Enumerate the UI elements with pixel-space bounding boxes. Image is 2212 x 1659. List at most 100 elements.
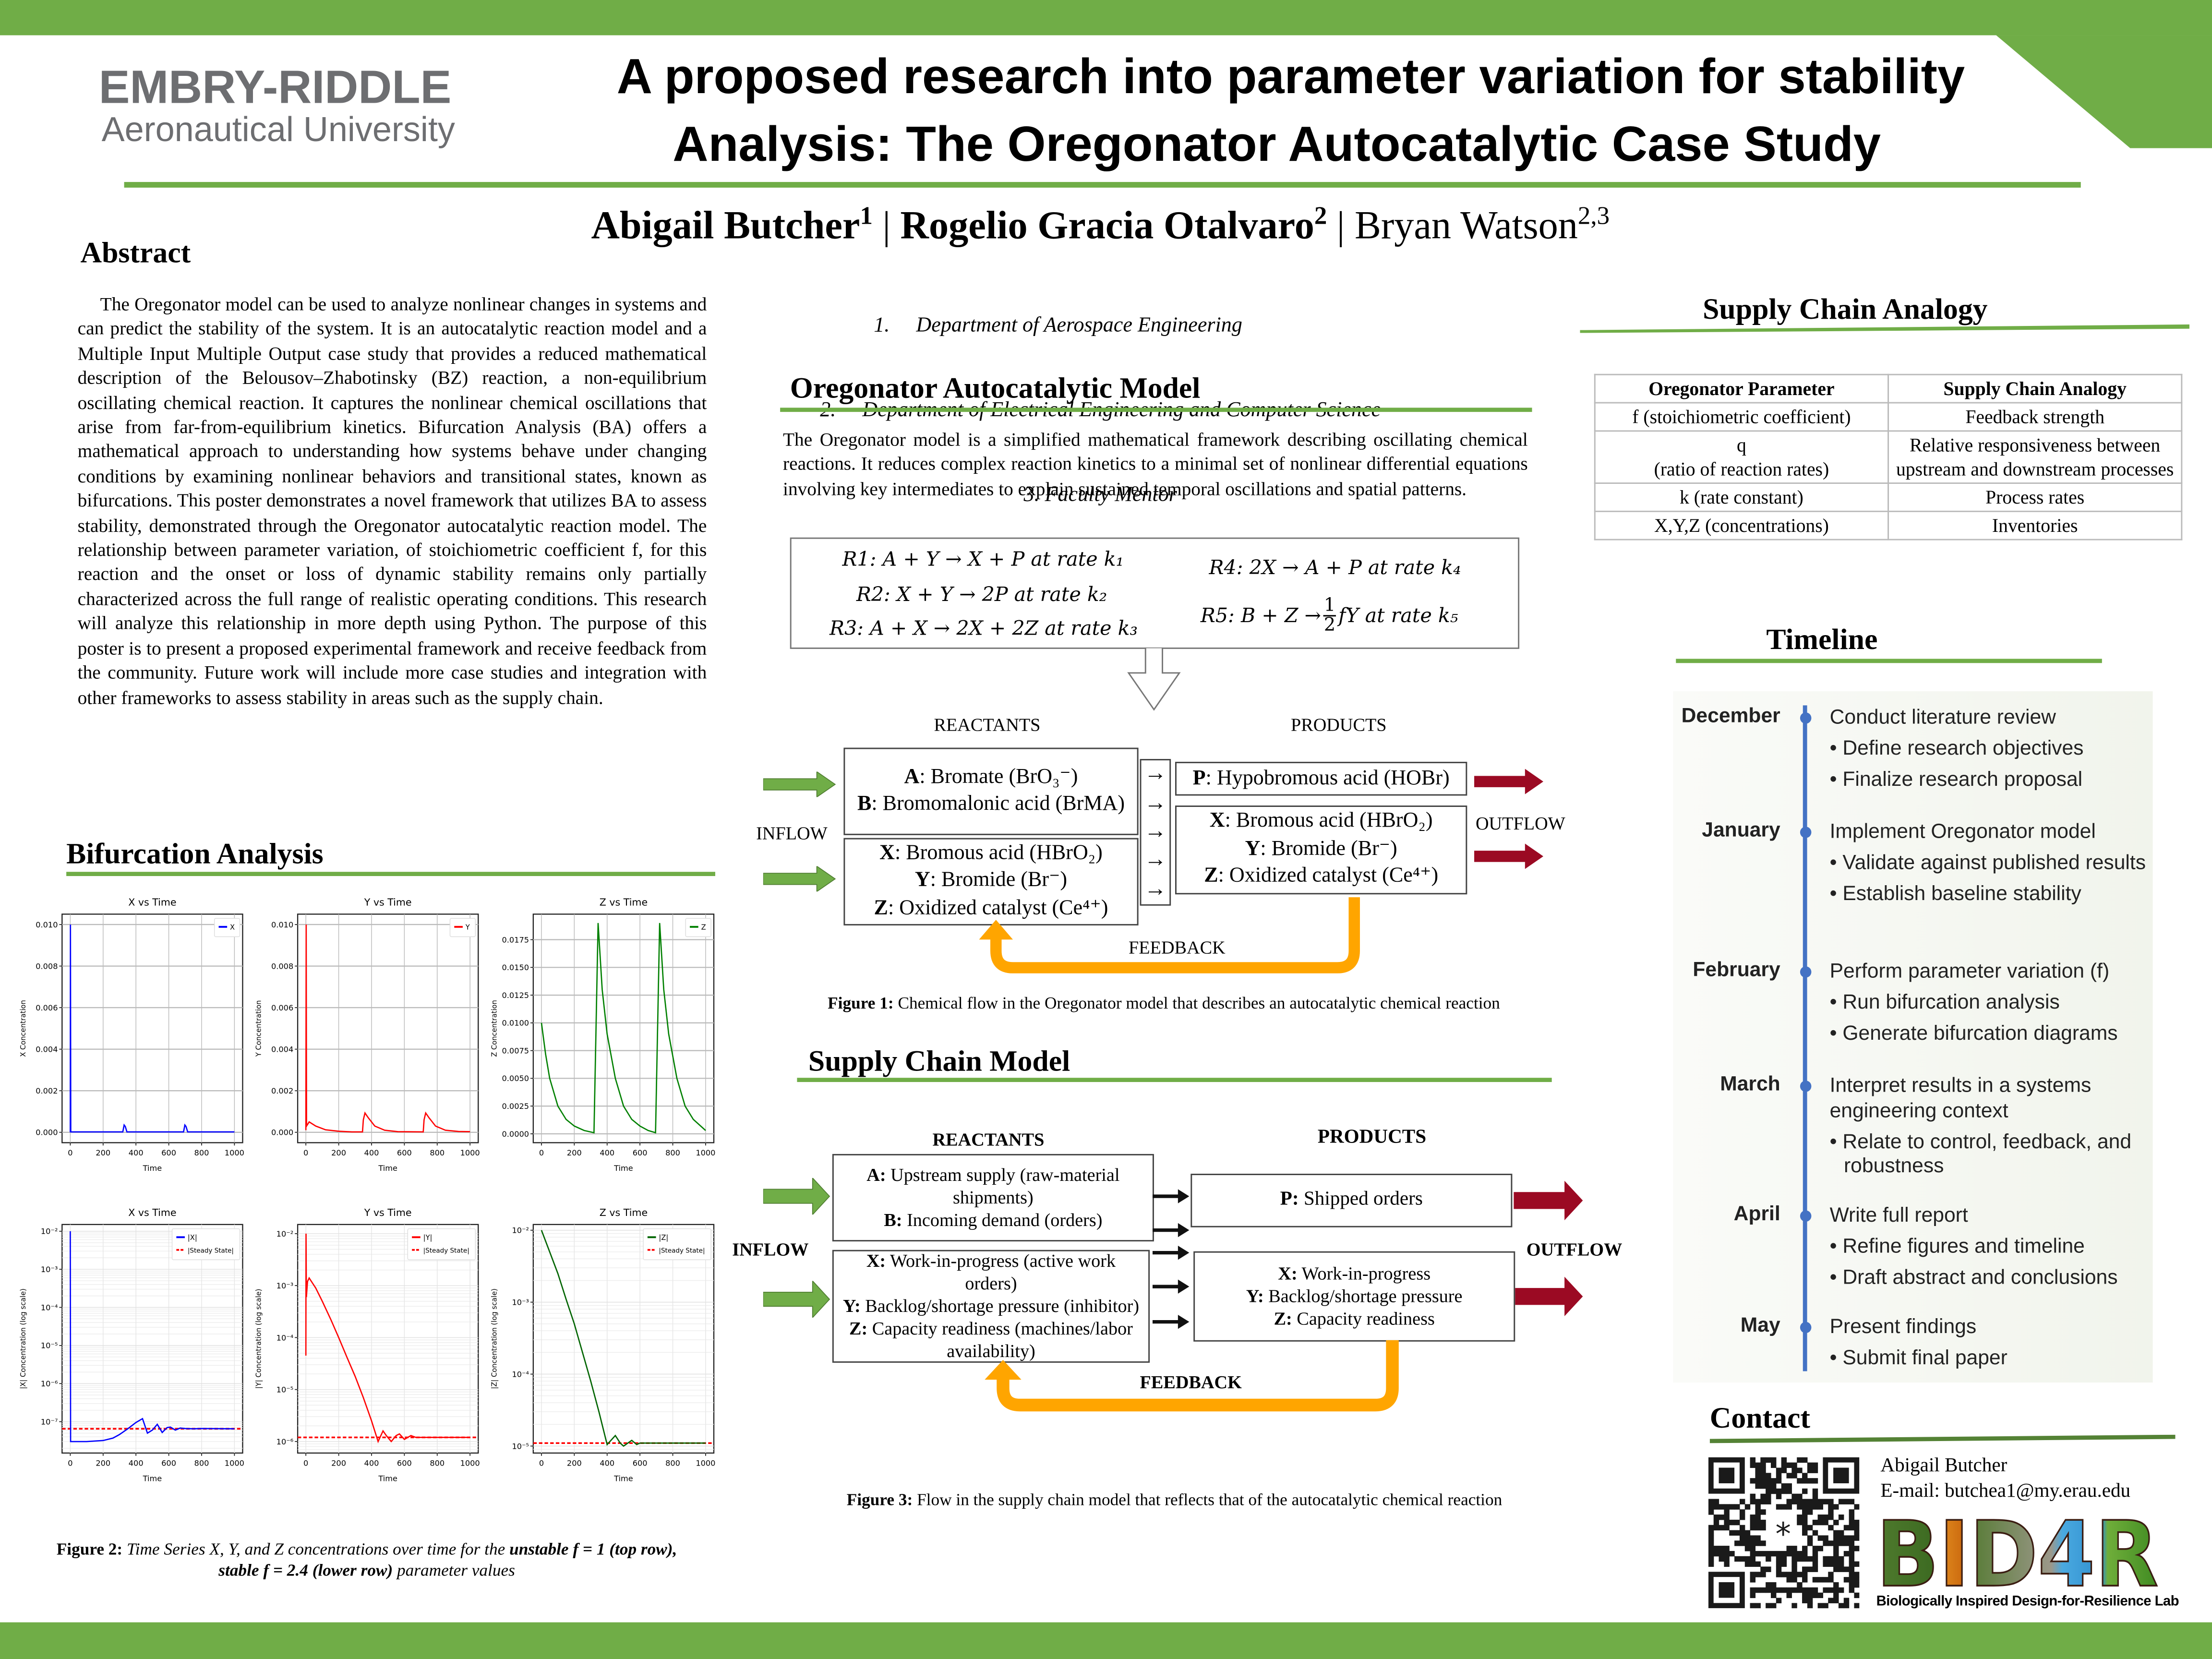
timeline-dot (1800, 712, 1812, 724)
x-tick-label: 600 (633, 1458, 648, 1467)
x-tick-label: 800 (194, 1148, 209, 1157)
legend-box (643, 1228, 711, 1261)
y-tick-label: 10⁻³ (41, 1265, 58, 1274)
svg-text:*: * (1775, 1516, 1791, 1552)
table-cell: Inventories (1887, 510, 2183, 541)
y-tick-label: 0.006 (36, 1003, 58, 1012)
supply-reactants-label: REACTANTS (932, 1129, 1045, 1150)
chart-title: X vs Time (128, 1207, 176, 1218)
analogy-divider (1580, 324, 2189, 333)
timeline-item: Perform parameter variation (f) • Run bi… (1830, 959, 2147, 1054)
box-line: Z: Capacity readiness (1274, 1308, 1435, 1329)
legend-label: |X| (188, 1234, 197, 1242)
timeline-month-wrap: March (1650, 1073, 1780, 1102)
plot-area (61, 914, 243, 1143)
plot-area (532, 1224, 715, 1454)
arrow-icon (1152, 1189, 1190, 1203)
y-tick-label: 10⁻² (276, 1229, 294, 1238)
timeline-item: Interpret results in a systems engineeri… (1830, 1073, 2147, 1186)
bottom-banner-bar (0, 1622, 2212, 1659)
box-line: P: Shipped orders (1280, 1189, 1423, 1211)
outflow-arrow-icon (1514, 1180, 1583, 1221)
y-tick-label: 0.004 (271, 1045, 293, 1054)
x-tick-label: 600 (633, 1148, 648, 1157)
reaction-r1: R1: A + Y → X + P at rate k₁ (842, 549, 1124, 572)
box-line: X: Work-in-progress (1278, 1262, 1431, 1284)
legend-box (214, 918, 240, 938)
x-tick-label: 600 (161, 1148, 176, 1157)
box-line: X: Bromous acid (HBrO₂) (1209, 810, 1433, 833)
y-tick-label: 0.002 (36, 1086, 58, 1095)
series-line (70, 1231, 235, 1443)
qr-code[interactable]: * (1708, 1457, 1860, 1609)
y-tick-label: 0.0000 (502, 1130, 529, 1139)
table-cell: f (stoichiometric coefficient) (1594, 402, 1889, 432)
timeline-month-wrap: April (1650, 1203, 1780, 1232)
legend-box (407, 1228, 476, 1261)
box-line: Y: Bromide (Br⁻) (1245, 837, 1397, 860)
title-line1: A proposed research into parameter varia… (616, 49, 1965, 105)
y-tick-label: 10⁻⁶ (41, 1379, 58, 1388)
table-cell: Feedback strength (1887, 402, 2183, 432)
lab-name: Biologically Inspired Design-for-Resilie… (1876, 1594, 2179, 1610)
timeline-subtask: • Submit final paper (1829, 1347, 2008, 1370)
series-line (541, 1230, 706, 1447)
col-header: Oregonator Parameter (1594, 373, 1889, 404)
x-tick-label: 800 (430, 1458, 445, 1467)
box-line: X: Work-in-progress (active work orders) (866, 1250, 1116, 1294)
x-axis-label: Time (378, 1164, 397, 1173)
oregonator-outflow-label: OUTFLOW (1475, 812, 1565, 834)
table-row: q (ratio of reaction rates)Relative resp… (1594, 430, 2183, 484)
y-tick-label: 0.010 (36, 920, 58, 929)
timeline-subtask: • Relate to control, feedback, and robus… (1829, 1131, 2132, 1178)
timeline-month-wrap: January (1650, 819, 1780, 848)
timeline-main-task: Write full report (1829, 1204, 1968, 1227)
supply-outflow-label: OUTFLOW (1526, 1238, 1623, 1260)
abstract-heading: Abstract (80, 235, 191, 270)
legend-label: X (230, 924, 235, 932)
box-line: Y: Bromide (Br⁻) (914, 869, 1068, 892)
y-tick-label: 0.004 (36, 1045, 58, 1054)
contact-divider (1709, 1434, 2176, 1443)
y-tick-label: 10⁻⁵ (276, 1385, 294, 1395)
logo-line1: EMBRY-RIDDLE (98, 60, 452, 113)
x-tick-label: 1000 (696, 1148, 715, 1157)
y-tick-label: 0.0175 (502, 935, 529, 944)
timeline-heading: Timeline (1766, 622, 1878, 656)
oregonator-text: The Oregonator model is a simplified mat… (783, 429, 1528, 499)
timeline-axis (1803, 705, 1807, 1371)
legend-label: |Y| (423, 1234, 433, 1242)
legend-label: Z (701, 924, 706, 932)
timeline-main-task: Present findings (1829, 1316, 1977, 1339)
box-line: P: Hypobromous acid (HOBr) (1192, 767, 1450, 790)
x-tick-label: 1000 (225, 1148, 244, 1157)
box-line: Z: Capacity readiness (machines/labor av… (849, 1317, 1133, 1361)
y-tick-label: 10⁻⁶ (276, 1437, 294, 1446)
x-axis-label: Time (143, 1474, 162, 1483)
oregonator-products-label: PRODUCTS (1290, 714, 1387, 735)
reactants-box-xyz: X: Bromous acid (HBrO₂)Y: Bromide (Br⁻)Z… (843, 838, 1139, 926)
y-tick-label: 0.000 (36, 1128, 58, 1137)
y-tick-label: 10⁻⁷ (41, 1417, 58, 1426)
inflow-arrow-icon (763, 771, 836, 797)
arrow-icon (1152, 1245, 1190, 1260)
figure2-caption: Figure 2: Time Series X, Y, and Z concen… (56, 1539, 677, 1580)
table-cell: Relative responsiveness between upstream… (1887, 430, 2183, 484)
timeline-subtask: • Define research objectives (1829, 737, 2084, 761)
series-line (305, 1233, 470, 1443)
timeline-dot (1800, 1322, 1812, 1334)
box-line: A: Upstream supply (raw-material shipmen… (866, 1164, 1120, 1208)
y-tick-label: 0.0125 (502, 991, 529, 1000)
x-tick-label: 1000 (696, 1458, 715, 1467)
arrow-icon: → (1144, 848, 1167, 873)
reactants-box-ab: A: Bromate (BrO₃⁻)B: Bromomalonic acid (… (843, 747, 1139, 835)
y-axis-label: |Z| Concentration (log scale) (490, 1288, 498, 1389)
contact-email[interactable]: E-mail: butchea1@my.erau.edu (1880, 1481, 2131, 1503)
affiliation-3: 3. Faculty Mentor (1023, 484, 1177, 507)
supply-reactants-box-xyz: X: Work-in-progress (active work orders)… (832, 1250, 1150, 1363)
abstract-text: The Oregonator model can be used to anal… (77, 293, 707, 708)
bifurcation-divider (66, 872, 715, 876)
timeline-panel (1673, 691, 2153, 1383)
x-tick-label: 400 (364, 1148, 379, 1157)
